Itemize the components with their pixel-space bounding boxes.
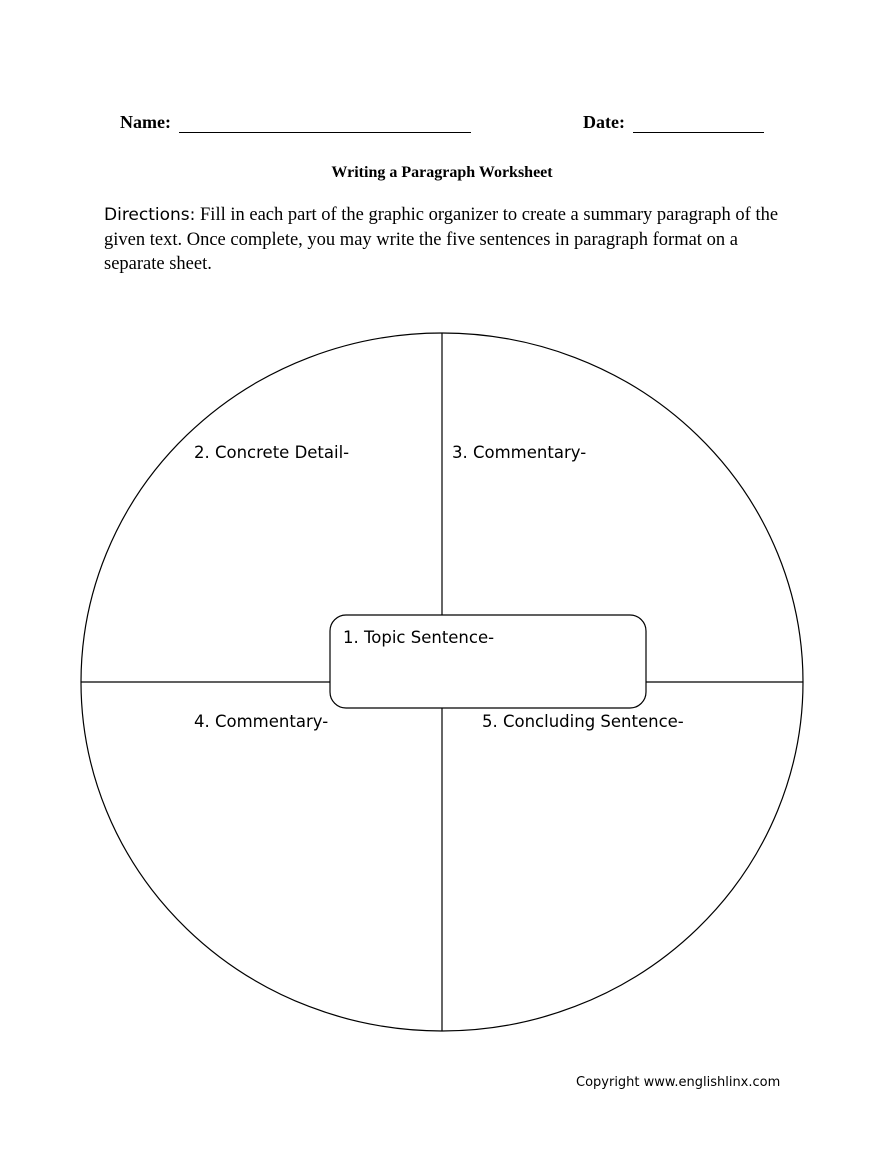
- commentary-top-label: 3. Commentary-: [452, 443, 587, 462]
- copyright-text: Copyright www.englishlinx.com: [576, 1075, 781, 1090]
- concluding-sentence-label: 5. Concluding Sentence-: [482, 712, 684, 731]
- topic-sentence-label: 1. Topic Sentence-: [343, 628, 495, 647]
- topic-sentence-box[interactable]: [329, 614, 647, 709]
- directions: Directions: Fill in each part of the gra…: [104, 203, 794, 277]
- name-label: Name:: [120, 112, 171, 132]
- directions-label: Directions:: [104, 205, 196, 225]
- commentary-bottom-label: 4. Commentary-: [194, 712, 329, 731]
- header-row: Name: Date:: [0, 110, 884, 140]
- page-title: Writing a Paragraph Worksheet: [331, 164, 553, 181]
- concrete-detail-label: 2. Concrete Detail-: [194, 443, 350, 462]
- date-label: Date:: [583, 112, 625, 132]
- directions-text: Fill in each part of the graphic organiz…: [104, 205, 779, 274]
- date-field[interactable]: [633, 110, 764, 133]
- name-field[interactable]: [179, 110, 471, 133]
